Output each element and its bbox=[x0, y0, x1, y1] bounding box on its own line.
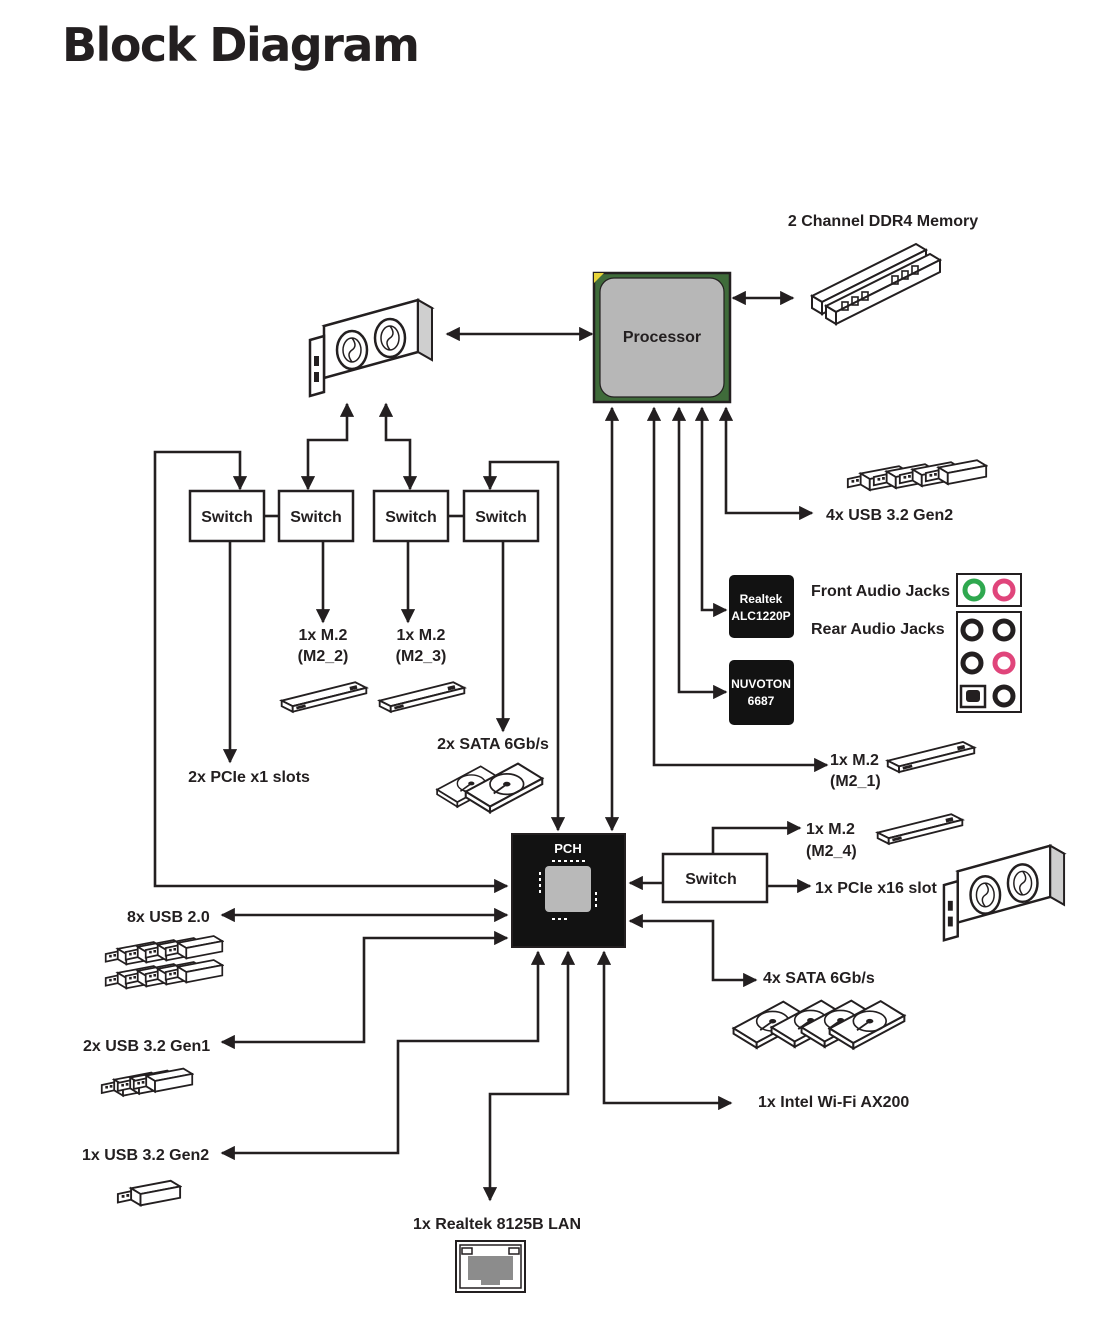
switch-1-label: Switch bbox=[201, 509, 253, 526]
switch-2: Switch bbox=[277, 489, 355, 543]
usb32-gen1-label: 2x USB 3.2 Gen1 bbox=[83, 1038, 210, 1055]
sata-x2-label: 2x SATA 6Gb/s bbox=[437, 736, 549, 753]
m2-3-ssd-icon bbox=[380, 682, 465, 711]
m2-1-label-line2: (M2_1) bbox=[830, 773, 881, 790]
usb20-drives-icon bbox=[104, 935, 224, 990]
realtek-label-line1: Realtek bbox=[740, 592, 783, 606]
m2-4-label-line2: (M2_4) bbox=[806, 843, 857, 860]
realtek-label-line2: ALC1220P bbox=[731, 609, 790, 623]
switch-5-label: Switch bbox=[685, 871, 737, 888]
switch-5: Switch bbox=[661, 852, 769, 904]
lan-label: 1x Realtek 8125B LAN bbox=[413, 1216, 581, 1233]
nuvoton-label-line1: NUVOTON bbox=[731, 677, 791, 691]
switch-4-label: Switch bbox=[475, 509, 527, 526]
processor-chip bbox=[592, 271, 732, 404]
m2-2-label-line2: (M2_2) bbox=[298, 648, 349, 665]
rear-audio-jacks-icon bbox=[956, 611, 1022, 713]
realtek-audio-chip: Realtek ALC1220P bbox=[729, 575, 794, 638]
pcie-x1-label: 2x PCIe x1 slots bbox=[188, 769, 310, 786]
pch-label: PCH bbox=[554, 841, 581, 856]
m2-4-ssd-icon bbox=[878, 814, 963, 843]
m2-2-ssd-icon bbox=[282, 682, 367, 711]
graphics-card-bottom-icon bbox=[942, 844, 1066, 942]
graphics-card-top-icon bbox=[308, 298, 434, 398]
switch-1: Switch bbox=[188, 489, 266, 543]
switch-3: Switch bbox=[372, 489, 450, 543]
front-audio-label: Front Audio Jacks bbox=[811, 583, 950, 600]
m2-3-label-line1: 1x M.2 bbox=[397, 627, 446, 644]
memory-modules-icon bbox=[809, 242, 943, 326]
memory-label: 2 Channel DDR4 Memory bbox=[788, 213, 978, 230]
sata-x4-drives-icon bbox=[732, 999, 906, 1050]
m2-3-label-line2: (M2_3) bbox=[396, 648, 447, 665]
usb20-label: 8x USB 2.0 bbox=[127, 909, 210, 926]
switch-3-label: Switch bbox=[385, 509, 437, 526]
processor-label: Processor bbox=[623, 329, 701, 346]
pcie-x16-label: 1x PCIe x16 slot bbox=[815, 880, 938, 897]
m2-1-ssd-icon bbox=[888, 742, 974, 772]
sata-x2-drives-icon bbox=[436, 762, 544, 814]
sata-x4-label: 4x SATA 6Gb/s bbox=[763, 970, 875, 987]
m2-1-label-line1: 1x M.2 bbox=[830, 752, 879, 769]
usb32-gen2-x1-drive-icon bbox=[116, 1179, 182, 1207]
usb32-gen2-x4-label: 4x USB 3.2 Gen2 bbox=[826, 507, 953, 524]
rear-audio-label: Rear Audio Jacks bbox=[811, 621, 945, 638]
usb32-gen2-x1-label: 1x USB 3.2 Gen2 bbox=[82, 1147, 209, 1164]
usb32-gen1-drives-icon bbox=[100, 1067, 194, 1097]
front-audio-jacks-icon bbox=[956, 573, 1022, 607]
switch-4: Switch bbox=[462, 489, 540, 543]
switch-2-label: Switch bbox=[290, 509, 342, 526]
usb32-gen2-x4-icon bbox=[846, 459, 988, 491]
connectors bbox=[153, 290, 829, 1202]
wifi-label: 1x Intel Wi-Fi AX200 bbox=[758, 1094, 909, 1111]
ethernet-port-icon bbox=[455, 1240, 526, 1293]
page-title: Block Diagram bbox=[62, 18, 420, 72]
m2-4-label-line1: 1x M.2 bbox=[806, 821, 855, 838]
m2-2-label-line1: 1x M.2 bbox=[299, 627, 348, 644]
nuvoton-label-line2: 6687 bbox=[748, 694, 775, 708]
pch-chip bbox=[511, 833, 626, 948]
nuvoton-chip: NUVOTON 6687 bbox=[729, 660, 794, 725]
